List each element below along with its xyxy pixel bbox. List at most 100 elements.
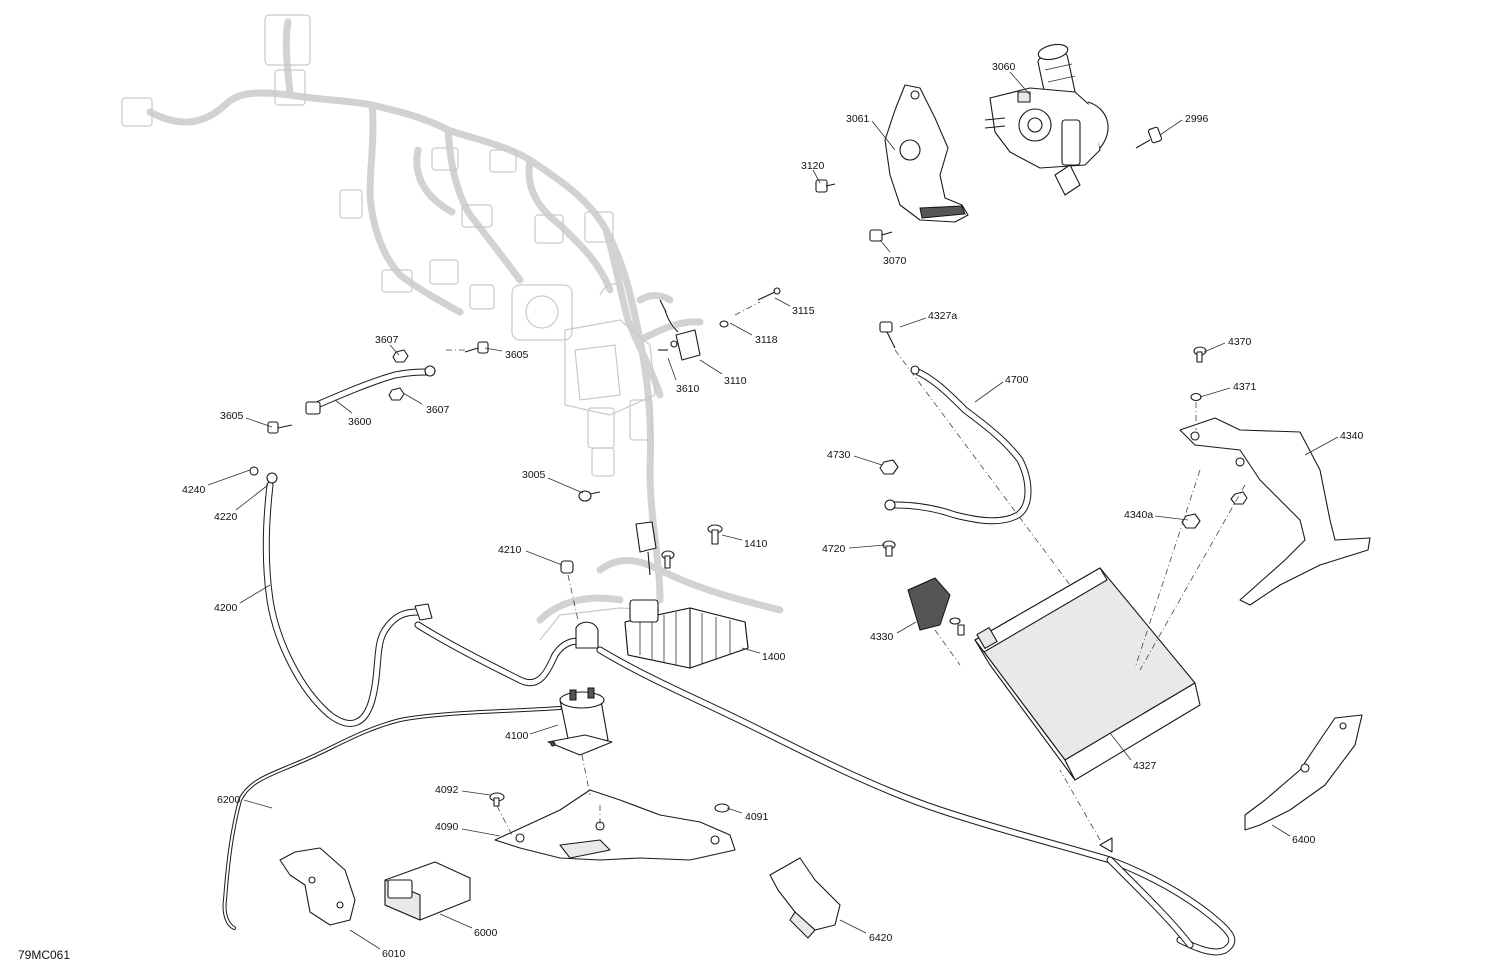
callout-c3607b: 3607 xyxy=(402,392,450,416)
callout-leader-line xyxy=(402,392,423,405)
callout-leader-line xyxy=(871,120,896,151)
callout-part-number: 6420 xyxy=(869,932,893,944)
callout-part-number: 3115 xyxy=(792,305,815,317)
callout-leader-line xyxy=(741,647,761,654)
callout-part-number: 2996 xyxy=(1185,113,1209,125)
callout-leader-line xyxy=(461,790,491,796)
nut-4730 xyxy=(879,459,899,475)
callout-leader-line xyxy=(207,469,251,486)
callout-leader-line xyxy=(1109,732,1132,761)
bracket-4090 xyxy=(494,789,736,861)
callout-part-number: 3600 xyxy=(348,416,372,428)
callout-c4370: 4370 xyxy=(1203,336,1252,353)
callout-part-number: 3607 xyxy=(375,334,399,346)
callout-part-number: 1400 xyxy=(762,651,786,663)
callout-leader-line xyxy=(349,929,381,950)
callout-leader-line xyxy=(879,239,891,253)
screw-1410 xyxy=(707,524,723,545)
bracket-4340 xyxy=(1179,417,1371,606)
bolt-3120 xyxy=(815,179,836,193)
callout-c4090: 4090 xyxy=(435,821,501,837)
callout-c1400: 1400 xyxy=(741,647,786,663)
callout-leader-line xyxy=(243,799,273,809)
callout-leader-line xyxy=(461,828,501,837)
callout-part-number: 3070 xyxy=(883,255,907,267)
callout-leader-line xyxy=(839,919,867,934)
callout-part-number: 4340a xyxy=(1124,509,1153,521)
callout-labels: 2996306030613120307031153118311036103607… xyxy=(182,61,1364,960)
callout-part-number: 4220 xyxy=(214,511,238,523)
ghost-wiring-harness xyxy=(121,14,784,641)
callout-c3110: 3110 xyxy=(699,359,747,387)
callout-c4327a: 4327a xyxy=(899,310,957,328)
callout-leader-line xyxy=(439,913,473,929)
callout-c3605a: 3605 xyxy=(484,347,529,361)
callout-leader-line xyxy=(525,550,563,566)
callout-leader-line xyxy=(1159,119,1183,136)
callout-part-number: 4200 xyxy=(214,602,238,614)
callout-c3605b: 3605 xyxy=(220,410,273,428)
callout-leader-line xyxy=(667,357,677,381)
cable-4200 xyxy=(249,466,433,727)
callout-leader-line xyxy=(1304,436,1339,456)
callout-part-number: 3110 xyxy=(724,375,747,387)
callout-part-number: 4700 xyxy=(1005,374,1029,386)
callout-part-number: 4090 xyxy=(435,821,459,833)
sensor-3110 xyxy=(658,299,701,361)
callout-part-number: 3610 xyxy=(676,383,700,395)
callout-part-number: 4720 xyxy=(822,543,846,555)
callout-c3060: 3060 xyxy=(992,61,1031,96)
callout-part-number: 4370 xyxy=(1228,336,1252,348)
callout-part-number: 3607 xyxy=(426,404,450,416)
nut-4340a xyxy=(1181,513,1201,529)
nut-3607-bottom xyxy=(388,387,405,401)
callout-c2996: 2996 xyxy=(1159,113,1209,136)
bracket-6010 xyxy=(279,847,356,926)
callout-leader-line xyxy=(812,169,821,184)
callout-leader-line xyxy=(547,477,584,494)
callout-leader-line xyxy=(899,317,927,328)
bolt-2996 xyxy=(1135,126,1163,149)
callout-c4700: 4700 xyxy=(974,374,1029,403)
screw-3115 xyxy=(757,287,781,301)
callout-c6400: 6400 xyxy=(1271,824,1316,846)
callout-leader-line xyxy=(1203,342,1226,353)
callout-c3600: 3600 xyxy=(334,399,372,428)
callout-part-number: 6000 xyxy=(474,927,498,939)
voltage-regulator-1400 xyxy=(624,521,749,669)
callout-leader-line xyxy=(1271,824,1291,837)
callout-c4730: 4730 xyxy=(827,449,883,466)
callout-leader-line xyxy=(974,381,1004,403)
nut-4340b xyxy=(1230,491,1248,505)
callout-part-number: 4327a xyxy=(928,310,957,322)
callout-part-number: 4371 xyxy=(1233,381,1257,393)
callout-leader-line xyxy=(334,399,353,414)
callout-c3118: 3118 xyxy=(729,322,778,346)
callout-c4330: 4330 xyxy=(870,621,917,643)
bolt-3005 xyxy=(578,490,601,502)
battery-cable-4700 xyxy=(884,365,1032,525)
callout-leader-line xyxy=(896,621,917,634)
callout-c4210: 4210 xyxy=(498,544,563,566)
rivet-4091 xyxy=(714,803,730,813)
callout-c1410: 1410 xyxy=(721,534,768,550)
nut-3607-top xyxy=(392,349,409,363)
callout-leader-line xyxy=(239,584,271,604)
main-harness-cable xyxy=(596,646,1236,956)
callout-part-number: 4210 xyxy=(498,544,522,556)
callout-part-number: 3120 xyxy=(801,160,825,172)
callout-part-number: 4091 xyxy=(745,811,769,823)
callout-leader-line xyxy=(1199,387,1231,398)
callout-leader-line xyxy=(848,544,886,549)
link-rod-3600 xyxy=(305,365,436,415)
washer-3118 xyxy=(719,320,729,328)
callout-c3610: 3610 xyxy=(667,357,700,395)
callout-c6420: 6420 xyxy=(839,919,893,944)
callout-leader-line xyxy=(529,724,559,735)
callout-c3607a: 3607 xyxy=(375,334,400,356)
callout-c3115: 3115 xyxy=(774,297,815,317)
bolt-4327a xyxy=(879,321,896,349)
callout-part-number: 3605 xyxy=(505,349,529,361)
callout-leader-line xyxy=(726,807,743,814)
